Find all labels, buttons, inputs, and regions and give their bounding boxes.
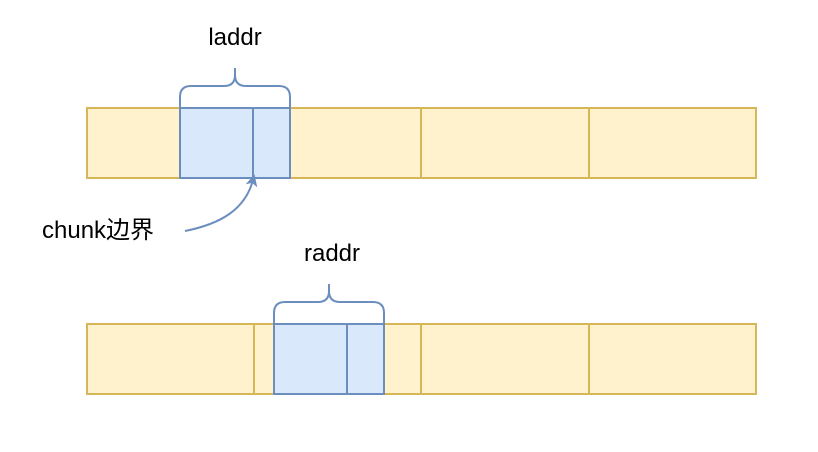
raddr-brace bbox=[273, 284, 385, 324]
laddr-brace bbox=[179, 68, 291, 108]
laddr-range-block bbox=[179, 107, 291, 179]
raddr-range-block bbox=[273, 323, 385, 395]
chunk-boundary-label: chunk边界 bbox=[42, 217, 154, 244]
chunk-boundary-arrow bbox=[184, 174, 258, 232]
laddr-row: laddr bbox=[86, 24, 757, 179]
raddr-label: raddr bbox=[304, 240, 360, 267]
chunk-boundary-annotation: chunk边界 bbox=[42, 174, 258, 244]
raddr-row: raddr bbox=[86, 240, 757, 395]
laddr-label: laddr bbox=[208, 24, 261, 51]
